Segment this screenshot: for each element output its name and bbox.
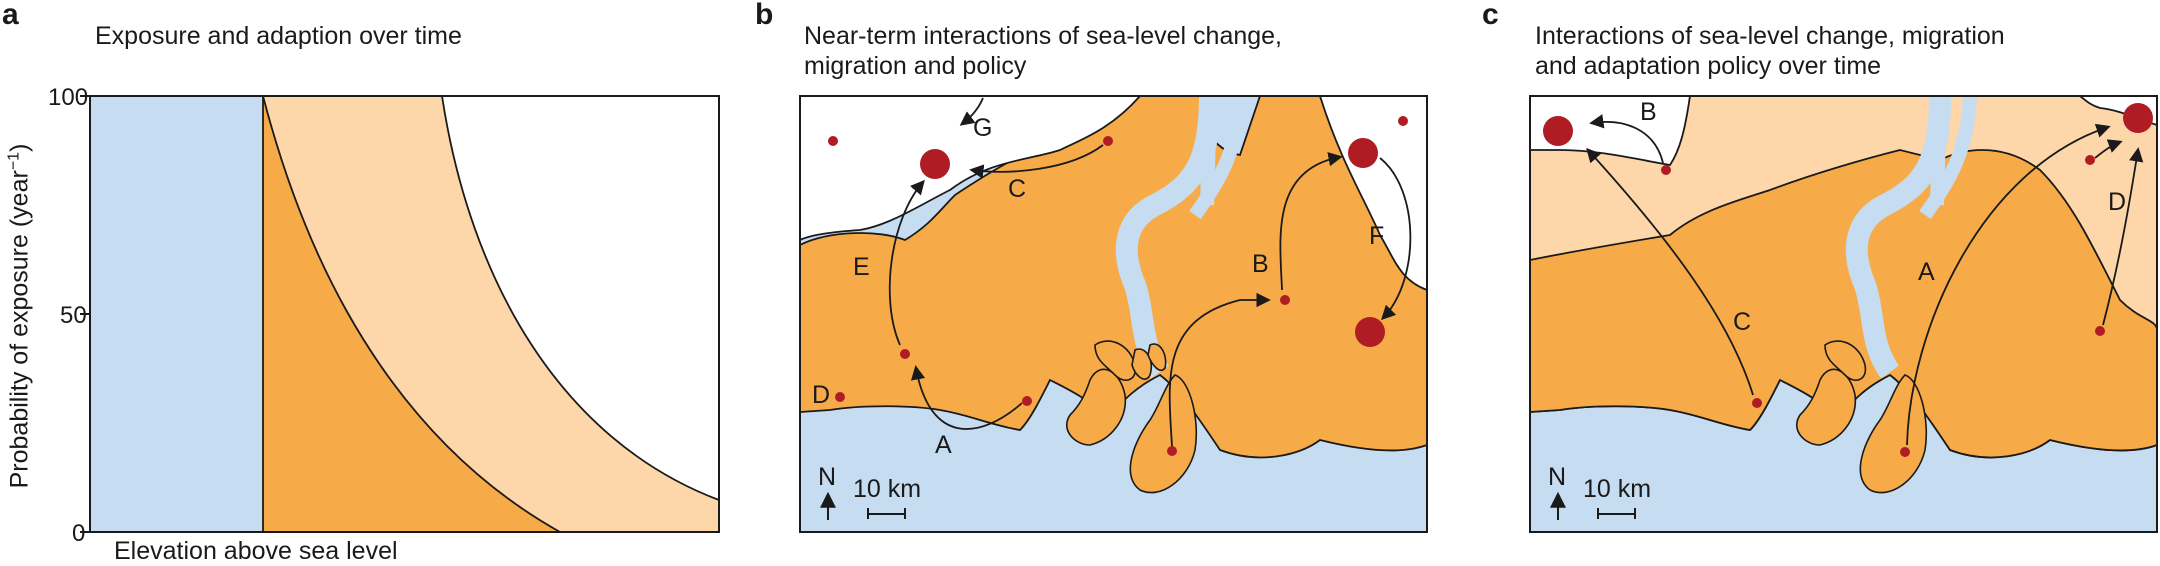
panel-c: c Interactions of sea-level change, migr… xyxy=(1440,0,2160,564)
river-channel xyxy=(1845,96,1951,379)
label-c: C xyxy=(1008,175,1027,203)
y-tick-0: 0 xyxy=(72,520,86,547)
water-band xyxy=(90,96,263,532)
map-c-frame xyxy=(1529,95,2158,533)
panel-c-title-line2: and adaptation policy over time xyxy=(1535,52,1882,80)
settlement-large xyxy=(2123,103,2153,133)
map-b-frame xyxy=(799,95,1428,533)
settlement-large xyxy=(1543,116,1573,146)
settlement-small xyxy=(828,136,838,146)
arrow-c xyxy=(969,144,1104,179)
map-b xyxy=(799,95,1428,533)
x-axis-label: Elevation above sea level xyxy=(114,537,398,565)
settlement-small xyxy=(1661,165,1671,175)
map-c xyxy=(1529,95,2158,533)
arrow-d xyxy=(2102,147,2144,326)
panel-b-title-line1: Near-term interactions of sea-level chan… xyxy=(804,22,1283,50)
arrow-a xyxy=(910,365,1023,430)
settlement-small xyxy=(1900,447,1910,457)
settlement-small xyxy=(1398,116,1408,126)
river-channel xyxy=(1115,96,1221,379)
label-e: E xyxy=(853,253,870,281)
north-label: N xyxy=(818,463,837,491)
panel-b-title-line2: migration and policy xyxy=(804,52,1027,80)
settlement-small xyxy=(1022,396,1032,406)
panel-b-letter: b xyxy=(755,0,774,31)
label-d: D xyxy=(2108,188,2127,216)
inner-curve xyxy=(262,95,561,533)
settlement-small xyxy=(2095,326,2105,336)
arrow-a xyxy=(1906,123,2111,446)
settlement-small xyxy=(1752,398,1762,408)
scale-label: 10 km xyxy=(853,475,922,503)
settlement-large xyxy=(1355,317,1385,347)
dark-orange-region xyxy=(263,96,560,532)
arrow-b xyxy=(1279,152,1343,291)
settlement-small xyxy=(1280,295,1290,305)
settlement-small xyxy=(1103,136,1113,146)
arrow-f xyxy=(1379,157,1412,321)
settlement-small xyxy=(835,392,845,402)
settlement-large xyxy=(920,149,950,179)
arrow-d xyxy=(1168,292,1271,447)
label-b: B xyxy=(1640,98,1657,126)
panel-b: b Near-term interactions of sea-level ch… xyxy=(740,0,1440,564)
settlement-small xyxy=(1167,446,1177,456)
panel-c-title-line1: Interactions of sea-level change, migrat… xyxy=(1535,22,2005,50)
arrow-b xyxy=(1589,114,1664,164)
north-label: N xyxy=(1548,463,1567,491)
panel-a-title: Exposure and adaption over time xyxy=(95,22,462,50)
settlement-small xyxy=(2085,155,2095,165)
arrow-g xyxy=(959,97,984,126)
river-branch-2 xyxy=(1189,96,1247,220)
settlement-small xyxy=(900,349,910,359)
label-d: D xyxy=(812,381,831,409)
y-tick-100: 100 xyxy=(48,84,89,111)
exposed-land xyxy=(1530,149,2157,459)
panel-c-letter: c xyxy=(1482,0,1499,31)
arrow-c xyxy=(1586,147,1754,396)
label-a: A xyxy=(1918,258,1935,286)
label-g: G xyxy=(973,114,993,142)
label-b: B xyxy=(1252,250,1269,278)
label-f: F xyxy=(1369,222,1385,250)
settlement-large xyxy=(1348,138,1378,168)
panel-a-letter: a xyxy=(2,0,19,31)
label-a: A xyxy=(935,431,952,459)
arrow-e xyxy=(888,179,925,346)
label-c: C xyxy=(1733,308,1752,336)
scale-label: 10 km xyxy=(1583,475,1652,503)
exposure-plot xyxy=(80,95,720,533)
outer-curve xyxy=(441,95,720,501)
y-tick-50: 50 xyxy=(60,302,87,329)
river-branch-2 xyxy=(1919,96,1977,220)
unexposed-area xyxy=(1530,96,1691,166)
panel-a: a Exposure and adaption over time Probab… xyxy=(0,0,740,565)
